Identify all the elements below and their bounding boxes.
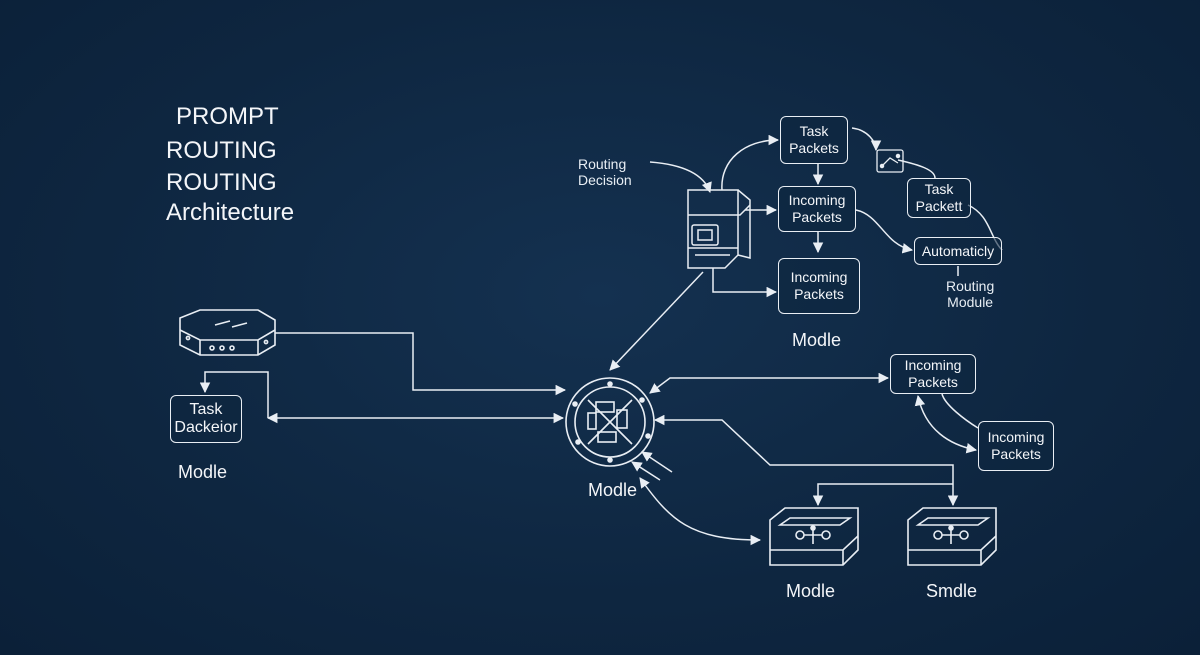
connector-block-to-hub	[609, 271, 704, 371]
bottom-smdle-icon	[907, 507, 997, 566]
connector-router-to-hub	[275, 332, 567, 396]
label-modle-center: Modle	[588, 480, 638, 500]
label-smdle-bottom: Smdle	[926, 581, 978, 601]
connector-block-to-incoming-2	[712, 268, 778, 298]
node-incoming-packets-2[interactable]: Incoming Packets	[778, 258, 860, 314]
node-incoming-packets-1-text: Incoming Packets	[788, 192, 846, 225]
title-line-2: ROUTING	[166, 137, 277, 164]
node-incoming-packets-4-text: Incoming Packets	[987, 429, 1045, 462]
connector-to-task-packets	[721, 134, 780, 191]
routing-decision-label: Routing Decision	[578, 156, 632, 188]
node-incoming-packets-3[interactable]: Incoming Packets	[890, 354, 976, 394]
connector-incoming-4-to-3	[941, 393, 979, 429]
connector-hub-to-bottom-modle	[639, 477, 762, 546]
connector-hub-to-smdle	[653, 414, 959, 507]
node-incoming-packets-3-text: Incoming Packets	[904, 357, 962, 390]
connector-bottom-bridge	[812, 483, 953, 507]
node-automaticly-text: Automaticly	[921, 242, 995, 259]
node-task-packets-text: Task Packets	[789, 123, 839, 156]
title-line-3: ROUTING	[166, 169, 277, 196]
node-task-packets[interactable]: Task Packets	[780, 116, 848, 164]
central-hub-icon	[565, 377, 655, 467]
connector-inbound-1	[631, 461, 661, 481]
node-incoming-packets-4[interactable]: Incoming Packets	[978, 421, 1054, 471]
connector-hub-to-incoming-3	[649, 372, 890, 394]
node-task-dackeior-text: Task Dackeior	[174, 401, 238, 436]
label-modle-top: Modle	[792, 330, 842, 350]
node-incoming-packets-2-text: Incoming Packets	[790, 269, 848, 302]
connector-incoming-1-to-auto	[855, 209, 914, 254]
connector-incoming-3-to-4	[914, 394, 978, 454]
node-incoming-packets-1[interactable]: Incoming Packets	[778, 186, 856, 232]
node-automaticly[interactable]: Automaticly	[914, 237, 1002, 265]
label-modle-bottom: Modle	[786, 581, 836, 601]
connector-inbound-2	[641, 451, 673, 473]
label-modle-left: Modle	[178, 462, 228, 482]
connector-router-to-task-dackeior	[199, 371, 269, 418]
decision-block-icon	[687, 189, 751, 269]
router-icon	[179, 309, 276, 356]
node-task-dackeior[interactable]: Task Dackeior	[170, 395, 242, 443]
switch-icon	[876, 149, 904, 173]
routing-decision-callout-arrow	[649, 161, 712, 193]
title-line-4: Architecture	[166, 199, 295, 226]
routing-module-label: Routing Module	[946, 278, 995, 310]
node-task-packett-text: Task Packett	[915, 181, 963, 214]
bottom-modle-icon	[769, 507, 859, 566]
node-task-packett[interactable]: Task Packett	[907, 178, 971, 218]
title-line-1: PROMPT	[176, 103, 279, 130]
connector-task-to-switch-icon	[851, 127, 882, 152]
